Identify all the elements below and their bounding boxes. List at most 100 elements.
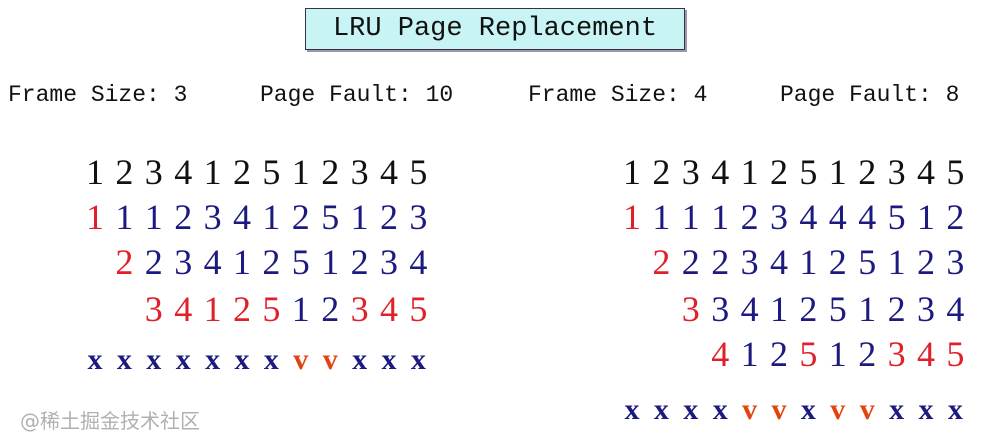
fault-mark: x [381,343,397,376]
hit-mark: v [859,393,875,426]
frame-cell: 3 [770,197,788,237]
frame-cell: 1 [711,197,730,237]
frame-cell: 4 [409,242,428,282]
reference-cell: 2 [858,152,877,192]
frame-cell: 1 [115,197,134,237]
frame-cell: 3 [174,242,193,282]
reference-cell: 1 [291,152,310,192]
reference-cell: 4 [380,152,398,192]
frame-cell: 5 [946,334,965,374]
hit-mark: v [322,343,338,376]
frame-cell: 1 [740,334,759,374]
frame-cell: 5 [262,289,281,329]
frame-cell: 5 [291,242,310,282]
frame-cell: 1 [917,197,935,237]
frame-cell: 2 [740,197,759,237]
reference-cell: 2 [652,152,671,192]
frame-cell: 1 [321,242,340,282]
fault-mark: x [889,393,905,426]
frame-cell: 4 [799,197,818,237]
frame-cell: 1 [233,242,251,282]
reference-cell: 3 [681,152,700,192]
fault-mark: x [263,343,279,376]
reference-cell: 3 [887,152,906,192]
frame-cell: 3 [203,197,222,237]
fault-mark: x [918,393,934,426]
frame-cell: 2 [858,334,877,374]
reference-cell: 1 [623,152,641,192]
watermark: @稀土掘金技术社区 [20,409,200,433]
fault-mark: x [947,393,963,426]
frame-cell: 2 [321,289,340,329]
fault-mark: x [87,343,103,376]
hit-mark: v [742,393,758,426]
frame-cell: 2 [799,289,818,329]
fault-mark: x [116,343,132,376]
frame-cell: 2 [291,197,310,237]
frame-cell: 3 [681,289,700,329]
frame-cell: 2 [828,242,847,282]
frame-cell: 3 [887,334,906,374]
frame-cell: 2 [262,242,281,282]
reference-cell: 1 [740,152,759,192]
fault-mark: x [146,343,162,376]
frame-cell: 3 [711,289,730,329]
frame-cell: 3 [917,289,935,329]
frame-cell: 1 [828,334,847,374]
frame-cell: 4 [233,197,251,237]
frame-cell: 2 [770,334,788,374]
fault-mark: x [205,343,221,376]
frame-cell: 4 [917,334,935,374]
hit-mark: v [830,393,846,426]
frame-cell: 1 [86,197,104,237]
frame-cell: 5 [828,289,847,329]
frame-cell: 4 [858,197,877,237]
reference-cell: 5 [409,152,428,192]
frame-cell: 3 [380,242,398,282]
frame-cell: 3 [409,197,428,237]
frame-cell: 2 [174,197,193,237]
frame-cell: 1 [770,289,788,329]
frame-cell: 1 [887,242,906,282]
frame-cell: 1 [144,197,163,237]
fault-mark: x [175,343,191,376]
reference-cell: 5 [262,152,281,192]
reference-cell: 1 [86,152,104,192]
hit-mark: v [293,343,309,376]
fault-mark: x [800,393,816,426]
frame-cell: 5 [321,197,340,237]
frame-cell: 3 [144,289,163,329]
reference-cell: 2 [233,152,251,192]
frame-cell: 2 [233,289,251,329]
frame-cell: 2 [681,242,700,282]
reference-cell: 2 [115,152,134,192]
frame-cell: 4 [740,289,759,329]
reference-cell: 4 [711,152,730,192]
fault-mark: x [712,393,728,426]
frame-cell: 5 [887,197,906,237]
frame-cell: 3 [946,242,965,282]
reference-cell: 4 [174,152,193,192]
reference-cell: 2 [321,152,340,192]
fault-mark: x [352,343,368,376]
frame-size-label-right: Frame Size: 4 [528,82,708,108]
frame-cell: 4 [946,289,965,329]
fault-mark: x [234,343,250,376]
frame-cell: 1 [350,197,369,237]
frame-cell: 4 [174,289,193,329]
reference-cell: 3 [144,152,163,192]
frame-cell: 5 [409,289,428,329]
reference-cell: 4 [917,152,935,192]
frame-cell: 2 [652,242,671,282]
frame-cell: 2 [144,242,163,282]
frame-size-label-left: Frame Size: 3 [8,82,188,108]
frame-cell: 5 [799,334,818,374]
frame-cell: 1 [291,289,310,329]
frame-cell: 2 [917,242,935,282]
fault-mark: x [624,393,640,426]
frame-cell: 1 [652,197,671,237]
frame-cell: 5 [858,242,877,282]
frame-cell: 3 [350,289,369,329]
frame-cell: 3 [740,242,759,282]
frame-cell: 1 [262,197,281,237]
